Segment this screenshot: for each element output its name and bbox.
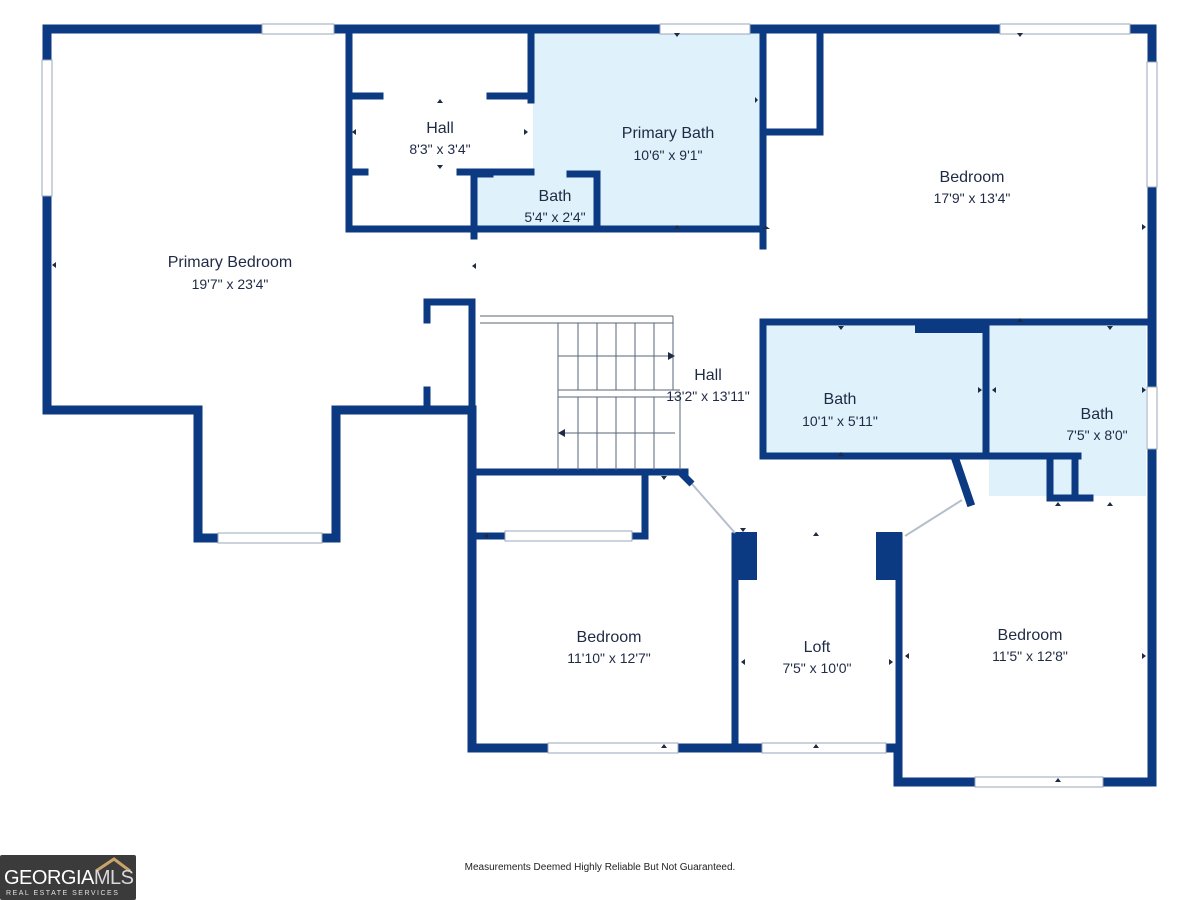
bath-mid-fill: [766, 326, 984, 454]
hall-small-name: Hall: [426, 120, 454, 137]
floor-plan: Primary Bedroom 19'7" x 23'4" Hall 8'3" …: [41, 23, 1158, 788]
bath-east-fill: [989, 326, 1146, 496]
measurement-disclaimer: Measurements Deemed Highly Reliable But …: [464, 862, 736, 873]
bedroom-se-name: Bedroom: [998, 627, 1063, 644]
bedroom-se-dims: 11'5" x 12'8": [992, 648, 1068, 664]
house-roof-icon: [95, 857, 131, 873]
primary-bath-name: Primary Bath: [622, 125, 714, 142]
bath-small-name: Bath: [539, 188, 572, 205]
room-labels: Primary Bedroom 19'7" x 23'4" Hall 8'3" …: [168, 120, 1128, 676]
georgia-mls-logo: GEORGIAMLS REAL ESTATE SERVICES: [0, 855, 136, 900]
bedroom-ne-dims: 17'9" x 13'4": [934, 190, 1011, 206]
bath-east-name: Bath: [1081, 406, 1114, 423]
bath-fills: [477, 33, 1146, 496]
loft-dims: 7'5" x 10'0": [783, 660, 852, 676]
bedroom-sw-dims: 11'10" x 12'7": [567, 650, 651, 666]
logo-tagline: REAL ESTATE SERVICES: [6, 890, 120, 897]
logo-wordmark: GEORGIAMLS: [4, 867, 134, 889]
primary-bedroom-name: Primary Bedroom: [168, 254, 292, 271]
primary-bedroom-dims: 19'7" x 23'4": [192, 276, 269, 292]
bath-small-fill: [477, 174, 597, 229]
walls: [42, 24, 1157, 787]
loft-name: Loft: [804, 639, 831, 656]
hall-small-dims: 8'3" x 3'4": [409, 141, 470, 157]
door-markers: [52, 33, 1146, 782]
primary-bath-dims: 10'6" x 9'1": [634, 147, 703, 163]
hall-main-name: Hall: [694, 367, 722, 384]
hall-main-dims: 13'2" x 13'11": [666, 388, 750, 404]
diagonal-walls: [677, 469, 963, 537]
windows: [41, 23, 1158, 788]
bedroom-sw-name: Bedroom: [577, 629, 642, 646]
bedroom-ne-name: Bedroom: [940, 169, 1005, 186]
bath-mid-name: Bath: [824, 391, 857, 408]
bath-small-dims: 5'4" x 2'4": [524, 209, 585, 225]
bath-east-dims: 7'5" x 8'0": [1066, 427, 1127, 443]
bath-mid-dims: 10'1" x 5'11": [802, 413, 878, 429]
staircase: [480, 315, 681, 470]
